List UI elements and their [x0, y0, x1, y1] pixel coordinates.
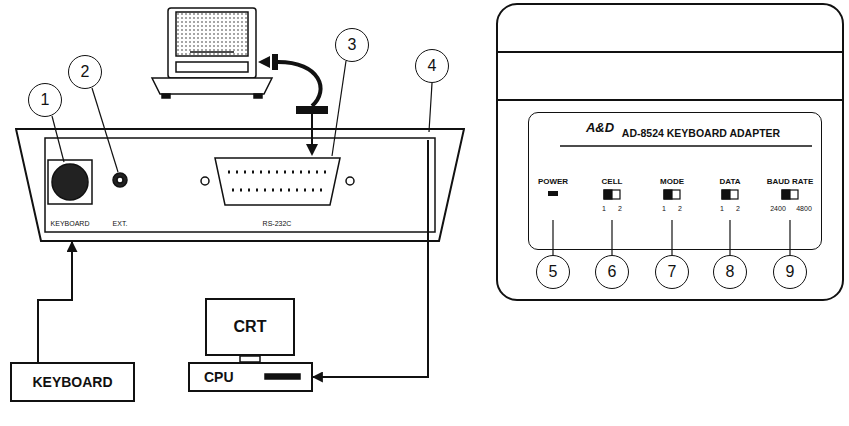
switch-position: 2: [618, 205, 622, 212]
maker-logo: A&D: [586, 121, 614, 134]
switch-label: POWER: [538, 178, 568, 186]
panel-label: RS-232C: [263, 220, 292, 227]
callout-text: 5: [549, 264, 558, 280]
keyboard-label: KEYBOARD: [32, 375, 112, 389]
crt-label: CRT: [234, 319, 267, 335]
switch-symbols: [548, 190, 798, 199]
balance-cable: [258, 54, 328, 156]
switch-position: 1: [602, 205, 606, 212]
callout-text: 1: [41, 92, 50, 108]
crt-monitor: CRT: [205, 298, 295, 356]
callout-number: 1: [28, 83, 62, 117]
switch-position: 2400: [770, 205, 786, 212]
callout-number: 5: [536, 255, 570, 289]
adapter-title: AD-8524 KEYBOARD ADAPTER: [622, 128, 780, 139]
back-panel-connectors: [48, 140, 428, 242]
switch-label: CELL: [602, 178, 623, 186]
callout-text: 2: [81, 64, 90, 80]
computer-stand: [240, 356, 300, 379]
cable-connector: [313, 242, 428, 377]
callout-text: 6: [608, 264, 617, 280]
front-housing: [497, 4, 843, 300]
callout-number: 2: [68, 55, 102, 89]
callout-number: 4: [415, 49, 449, 83]
switch-label: DATA: [719, 178, 740, 186]
switch-position: 2: [678, 205, 682, 212]
switch-position: 2: [736, 205, 740, 212]
switch-label: MODE: [660, 178, 684, 186]
switch-position: 1: [720, 205, 724, 212]
callout-number: 7: [655, 255, 689, 289]
switch-position: 4800: [796, 205, 812, 212]
callout-text: 8: [726, 264, 735, 280]
callout-text: 3: [348, 37, 357, 53]
callout-number: 9: [773, 255, 807, 289]
callout-number: 8: [713, 255, 747, 289]
switch-label: BAUD RATE: [767, 178, 814, 186]
keyboard-box: KEYBOARD: [10, 362, 135, 402]
balance-illustration: [152, 8, 272, 98]
panel-label: KEYBOARD: [51, 220, 90, 227]
callout-number: 3: [335, 28, 369, 62]
panel-label: EXT.: [113, 220, 128, 227]
back-panel: KEYBOARD EXT. RS-232C: [15, 128, 465, 242]
callout-text: 4: [428, 58, 437, 74]
switch-position: 1: [662, 205, 666, 212]
callout-number: 6: [595, 255, 629, 289]
cable-connector: [38, 242, 72, 362]
callout-text: 9: [786, 264, 795, 280]
cpu-box: CPU: [188, 362, 313, 392]
leader-lines: [52, 61, 790, 255]
callout-text: 7: [668, 264, 677, 280]
cpu-label: CPU: [204, 370, 234, 384]
